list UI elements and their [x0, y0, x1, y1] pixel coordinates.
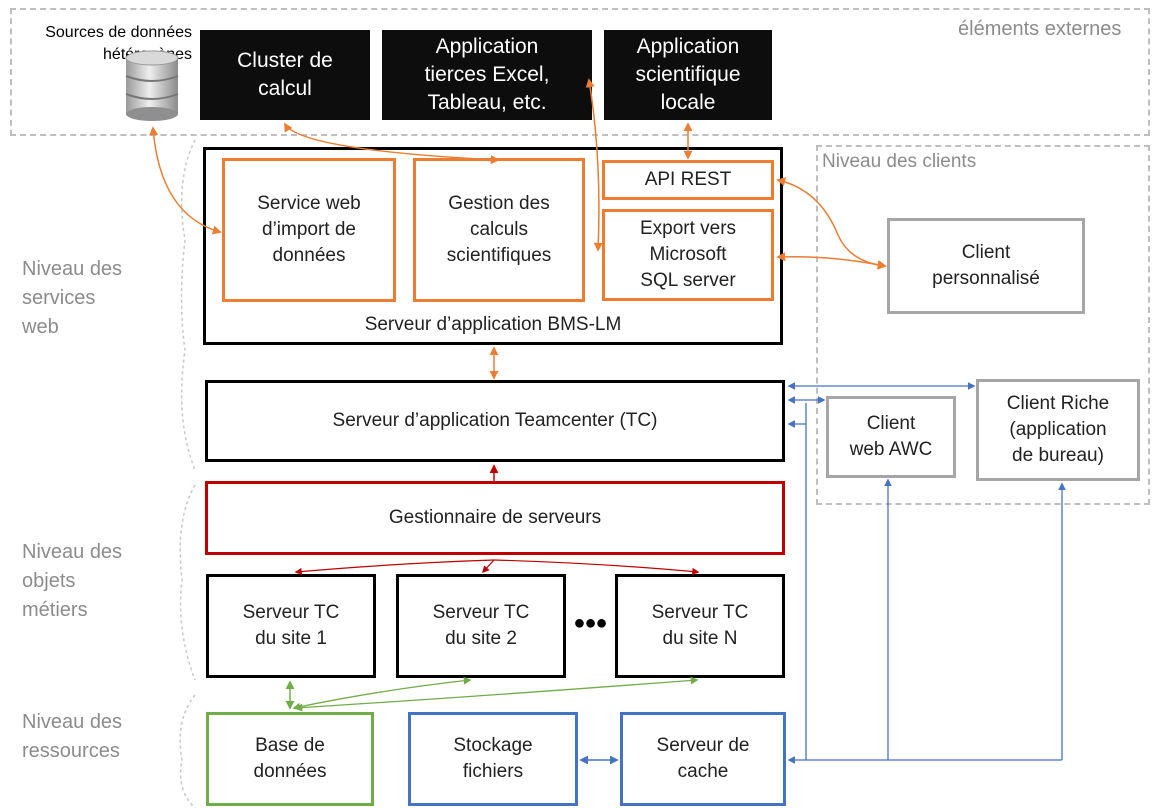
level-label-resources: Niveau des ressources — [22, 711, 123, 762]
cache-server-box: Serveur de cache — [620, 712, 786, 806]
site-server-n-box: Serveur TC du site N — [615, 574, 785, 678]
link-manager-site1 — [294, 559, 495, 576]
brace-web-services — [180, 139, 196, 471]
import-service-box: Service web d’import de données — [222, 158, 396, 302]
api-rest-box: API REST — [602, 160, 774, 200]
brace-business-objects — [179, 484, 196, 681]
server-manager-box: Gestionnaire de serveurs — [205, 481, 785, 555]
clients-level-region — [816, 145, 1150, 505]
external-elements-region — [10, 8, 1150, 136]
link-sources-import — [149, 126, 222, 235]
level-label-web-services: Niveau des services web — [22, 258, 123, 338]
link-api-custom-client — [776, 177, 887, 270]
custom-client-box: Client personnalisé — [887, 218, 1085, 314]
web-client-awc-box: Client web AWC — [826, 396, 956, 478]
link-db-site2 — [292, 676, 472, 711]
link-cluster-calc — [284, 122, 500, 165]
link-export-custom-client — [776, 252, 887, 270]
file-storage-box: Stockage fichiers — [408, 712, 578, 806]
export-sql-box: Export vers Microsoft SQL server — [602, 209, 774, 301]
link-apps-export — [585, 78, 603, 252]
rich-client-box: Client Riche (application de bureau) — [976, 379, 1140, 481]
database-box: Base de données — [206, 712, 374, 806]
external-elements-label: éléments externes — [958, 18, 1122, 40]
database-icon — [120, 48, 184, 124]
calc-management-box: Gestion des calculs scientifiques — [413, 158, 585, 302]
site-server-1-box: Serveur TC du site 1 — [206, 574, 376, 678]
site-server-2-box: Serveur TC du site 2 — [396, 574, 566, 678]
link-manager-site2 — [482, 559, 495, 574]
link-manager-siten — [493, 559, 700, 576]
link-db-siten — [294, 676, 699, 712]
cluster-box: Cluster de calcul — [200, 30, 370, 120]
level-label-business-objects: Niveau des objets métiers — [22, 541, 123, 621]
clients-level-label: Niveau des clients — [822, 151, 977, 172]
local-science-app-box: Application scientifique locale — [604, 30, 772, 120]
third-party-apps-box: Application tierces Excel, Tableau, etc. — [382, 30, 592, 120]
ellipsis-dots: ●●● — [573, 612, 607, 634]
brace-resources — [179, 694, 196, 808]
bms-lm-server-label: Serveur d’application BMS-LM — [364, 314, 622, 335]
teamcenter-server-box: Serveur d’application Teamcenter (TC) — [205, 380, 785, 462]
